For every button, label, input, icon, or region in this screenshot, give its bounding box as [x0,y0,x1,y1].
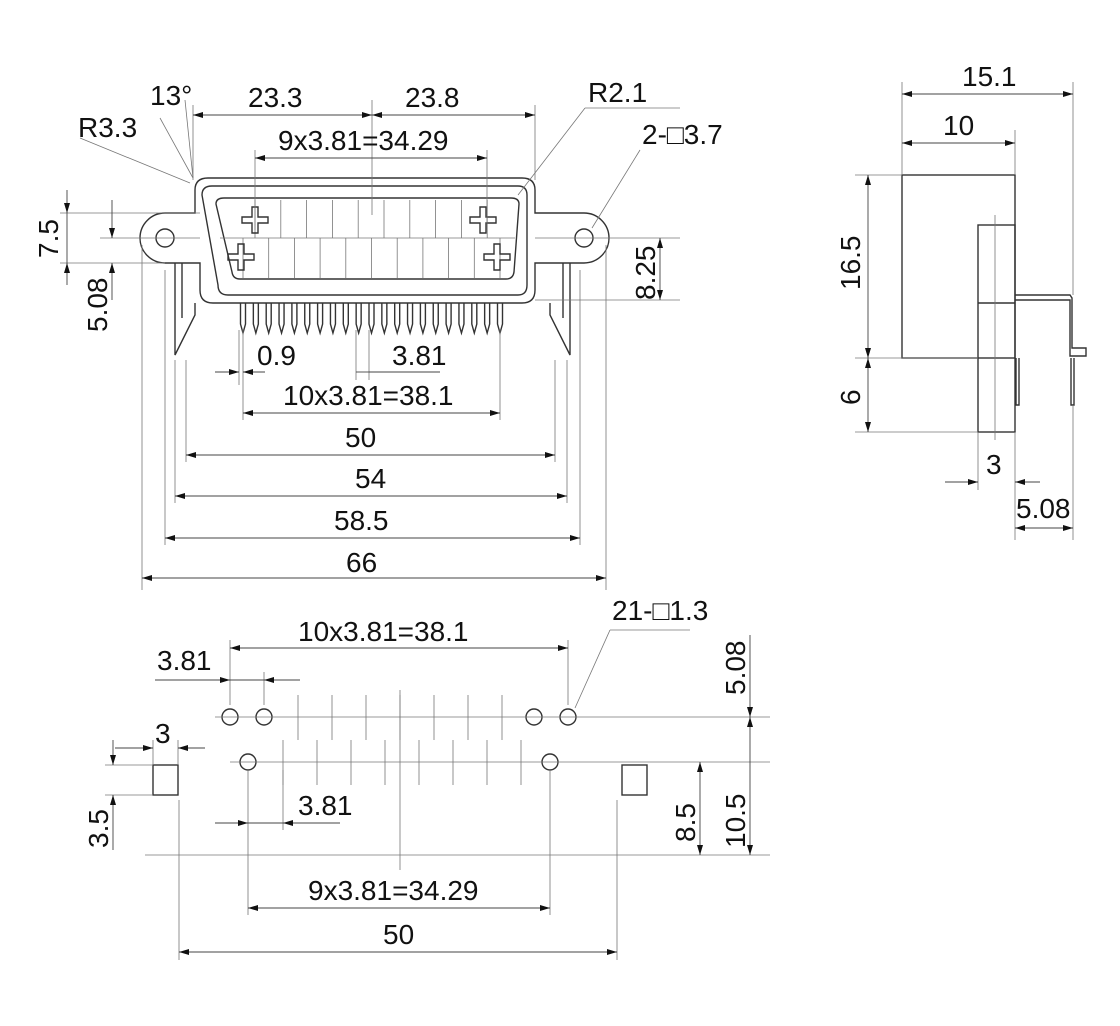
pin [368,303,375,336]
front-view: 13° R3.3 R2.1 23.3 23.8 2-□3.7 9x3.81=34… [33,77,723,590]
side-body [901,174,1016,359]
pin-width-label: 0.9 [257,340,296,371]
leg-right [549,263,571,356]
pin [355,303,362,336]
cross-icon [483,243,511,271]
pin [265,303,272,336]
height-body-label: 16.5 [835,236,866,291]
pin [291,303,298,336]
footprint-dimension-lines [110,635,753,955]
dimension-lines [64,112,663,581]
width-50-label: 50 [345,422,376,453]
pitch-top-label: 9x3.81=34.29 [278,125,449,156]
width-66-label: 66 [346,547,377,578]
height-right-label: 8.25 [630,246,661,301]
insert-outline [215,197,520,280]
pins [239,303,504,336]
width-right-label: 23.8 [405,82,460,113]
footprint-holes [221,695,577,785]
height-lower-label: 6 [835,389,866,405]
pin [252,303,260,336]
fp-square-width-label: 3 [155,718,171,749]
pin [406,303,414,336]
pin [483,303,491,336]
fp-row-spacing-label: 5.08 [720,641,751,696]
flange-outline [139,177,610,304]
depth-total-label: 15.1 [962,61,1017,92]
contact-grid [220,200,515,278]
pin [419,303,427,336]
pin [394,303,401,336]
pin [432,303,439,336]
width-54-label: 54 [355,463,386,494]
radius-left-label: R3.3 [78,112,137,143]
radius-right-label: R2.1 [588,77,647,108]
mount-hole-label: 2-□3.7 [642,119,723,150]
leg-left [174,263,196,356]
fp-hole-spec-label: 21-□1.3 [612,595,708,626]
offset-left-label: 5.08 [82,278,113,333]
pin [239,303,247,336]
pin [304,303,311,336]
side-extension-lines [855,82,1074,540]
square-pad-left [152,764,179,796]
side-view: 15.1 10 16.5 6 3 5.08 [835,61,1087,540]
footprint-extension-lines [105,629,770,960]
height-flange-label: 7.5 [33,219,64,258]
fp-pitch-left-label: 3.81 [157,645,212,676]
side-pin-bent [1015,294,1087,357]
shell-outline [201,185,528,296]
side-pin-straight [1015,358,1075,406]
keying-crosses [227,206,511,271]
side-plate [977,224,1016,433]
fp-pitch-top-label: 10x3.81=38.1 [298,616,469,647]
pin [278,303,285,336]
fp-pitch-second-label: 3.81 [298,790,353,821]
pin [496,303,504,336]
angle-label: 13° [150,80,192,111]
pin [445,303,452,336]
square-pad-right [621,764,648,796]
plate-thickness-label: 3 [986,449,1002,480]
pin [316,303,324,336]
width-left-label: 23.3 [248,82,303,113]
pin [381,303,388,336]
side-dimension-lines [865,91,1073,531]
fp-total-height-label: 10.5 [720,794,751,849]
fp-span-label: 50 [383,919,414,950]
width-58-label: 58.5 [334,505,389,536]
pin [329,303,337,336]
pin-pitch-label: 3.81 [392,340,447,371]
pcb-footprint: 10x3.81=38.1 3.81 21-□1.3 5.08 3 3.5 3.8… [83,595,770,960]
cross-icon [469,206,497,234]
cross-icon [227,243,255,271]
depth-body-label: 10 [943,110,974,141]
pin-offset-label: 5.08 [1016,493,1071,524]
fp-to-square-label: 8.5 [670,803,701,842]
pitch-bottom-label: 10x3.81=38.1 [283,380,454,411]
cross-icon [241,206,269,234]
fp-square-height-label: 3.5 [83,809,114,848]
pin [342,303,349,336]
pin [471,303,478,336]
pin [458,303,465,336]
fp-pitch-bottom-label: 9x3.81=34.29 [308,875,479,906]
